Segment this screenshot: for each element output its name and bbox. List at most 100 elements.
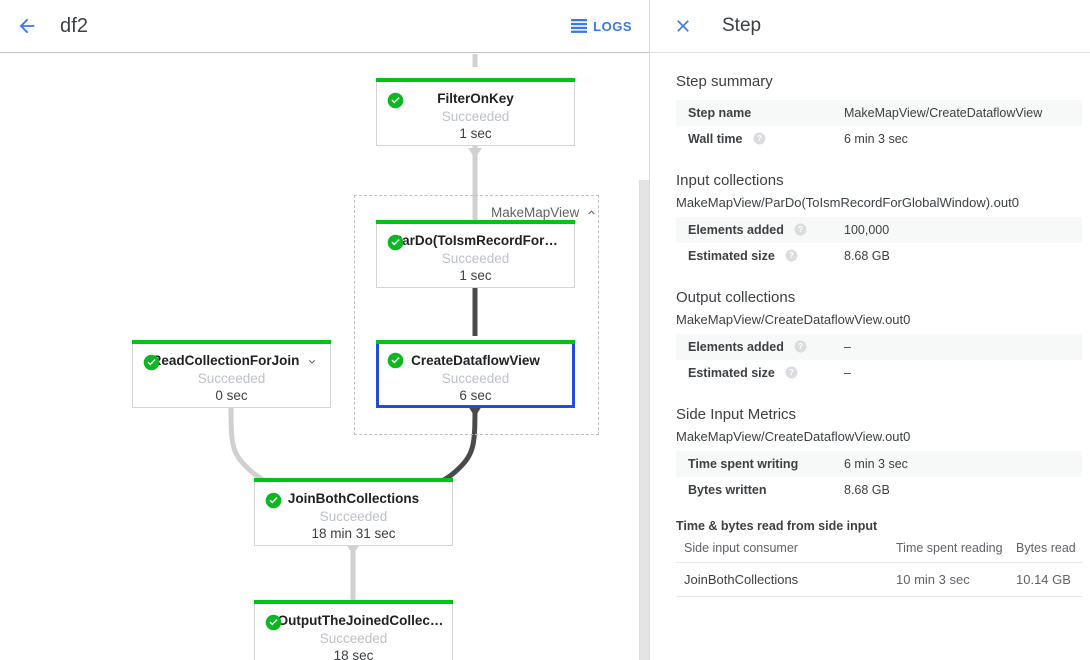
row-key-label: Time spent writing (688, 457, 799, 471)
check-circle-icon (387, 234, 404, 251)
node-status: Succeeded (441, 109, 510, 124)
node-label: OutputTheJoinedCollec… (277, 613, 444, 628)
node-time: 18 min 31 sec (311, 526, 396, 541)
input-collections-table: Elements added ? 100,000 Estimated size … (676, 217, 1082, 269)
row-key: Elements added ? (676, 334, 844, 360)
table-row: Bytes written 8.68 GB (676, 477, 1082, 503)
node-time: 0 sec (215, 388, 248, 403)
chevron-up-icon (588, 210, 596, 215)
graph-node-pardo[interactable]: ParDo(ToIsmRecordFor… Succeeded 1 sec (376, 220, 575, 288)
close-icon[interactable] (670, 13, 696, 39)
row-key-label: Step name (688, 106, 752, 120)
page-title: df2 (60, 14, 89, 37)
output-collections-heading: Output collections (676, 289, 796, 306)
node-label: ReadCollectionForJoin (151, 353, 300, 368)
node-status-bar (254, 600, 453, 604)
svg-text:?: ? (757, 134, 762, 143)
table-row: Elements added ? 100,000 (676, 217, 1082, 243)
node-status: Succeeded (319, 509, 388, 524)
table-row: JoinBothCollections 10 min 3 sec 10.14 G… (676, 562, 1082, 597)
table-row: Estimated size ? – (676, 360, 1082, 386)
top-toolbar: df2 LOGS (0, 0, 649, 53)
column-header-consumer[interactable]: Side input consumer (676, 537, 888, 563)
graph-node-joinbothcollections[interactable]: JoinBothCollections Succeeded 18 min 31 … (254, 478, 453, 546)
row-key: Estimated size ? (676, 360, 844, 386)
input-collections-heading: Input collections (676, 172, 784, 189)
row-value: MakeMapView/CreateDataflowView (844, 106, 1043, 120)
svg-text:?: ? (798, 225, 803, 234)
row-value: 100,000 (844, 223, 890, 237)
help-icon: ? (794, 223, 807, 236)
row-key-label: Elements added (688, 340, 784, 354)
back-arrow-icon[interactable] (10, 9, 44, 43)
side-input-metrics-heading: Side Input Metrics (676, 406, 797, 423)
side-input-table-title: Time & bytes read from side input (676, 519, 878, 533)
row-value: 6 min 3 sec (844, 132, 908, 146)
node-label: ParDo(ToIsmRecordFor… (393, 233, 558, 248)
cell-time-spent-reading: 10 min 3 sec (888, 562, 1008, 597)
node-status: Succeeded (319, 631, 388, 646)
cell-bytes-read: 10.14 GB (1008, 562, 1082, 597)
composite-step-makemapview[interactable] (354, 195, 599, 435)
side-input-metrics-table: Time spent writing 6 min 3 sec Bytes wri… (676, 451, 1082, 503)
chevron-down-icon (309, 360, 315, 364)
row-value: 8.68 GB (844, 249, 890, 263)
input-collection-name: MakeMapView/ParDo(ToIsmRecordForGlobalWi… (676, 195, 1019, 210)
node-status: Succeeded (441, 251, 510, 266)
composite-step-label-group[interactable]: MakeMapView (491, 205, 598, 220)
row-key: Wall time ? (676, 126, 844, 152)
edge-arrow-filteronkey (468, 148, 482, 158)
node-label: JoinBothCollections (287, 491, 420, 506)
help-icon: ? (785, 249, 798, 262)
row-value: – (844, 340, 851, 354)
row-value: – (844, 366, 851, 380)
graph-node-createdataflowview[interactable]: CreateDataflowView Succeeded 6 sec (376, 340, 575, 408)
table-row: Estimated size ? 8.68 GB (676, 243, 1082, 269)
graph-node-outputthejoinedcollection[interactable]: OutputTheJoinedCollec… Succeeded 18 sec (254, 600, 453, 660)
check-circle-icon (265, 492, 282, 509)
check-circle-icon (143, 354, 160, 371)
row-key: Step name (676, 100, 844, 126)
node-label: CreateDataflowView (411, 353, 540, 368)
table-row: Wall time ? 6 min 3 sec (676, 126, 1082, 152)
node-status: Succeeded (441, 371, 510, 386)
row-key-label: Estimated size (688, 366, 775, 380)
logs-button[interactable]: LOGS (567, 15, 636, 38)
node-label: FilterOnKey (437, 91, 514, 106)
pipeline-graph-canvas[interactable]: MakeMapView FilterOnKey Succeeded 1 sec (0, 54, 649, 660)
row-key: Bytes written (676, 477, 844, 503)
table-header-row: Side input consumer Time spent reading B… (676, 537, 1082, 563)
side-input-consumers-table: Side input consumer Time spent reading B… (676, 537, 1082, 597)
graph-vertical-scrollbar[interactable] (639, 180, 649, 660)
row-key: Estimated size ? (676, 243, 844, 269)
node-time: 18 sec (333, 648, 374, 660)
node-status-bar (376, 340, 575, 344)
row-key: Time spent writing (676, 451, 844, 477)
help-icon: ? (753, 132, 766, 145)
logs-label: LOGS (593, 18, 632, 34)
column-header-time-spent-reading[interactable]: Time spent reading (888, 537, 1008, 563)
side-input-collection-name: MakeMapView/CreateDataflowView.out0 (676, 429, 911, 444)
composite-step-label: MakeMapView (491, 205, 580, 220)
table-row: Time spent writing 6 min 3 sec (676, 451, 1082, 477)
node-time: 6 sec (459, 388, 492, 403)
cell-consumer: JoinBothCollections (676, 562, 888, 597)
graph-node-filteronkey[interactable]: FilterOnKey Succeeded 1 sec (376, 78, 575, 146)
svg-text:?: ? (798, 342, 803, 351)
node-status-bar (132, 340, 331, 344)
row-key: Elements added ? (676, 217, 844, 243)
step-details-panel: Step Step summary Step name MakeMapView/… (650, 0, 1090, 660)
edge-arrow-join (346, 544, 360, 555)
check-circle-icon (387, 92, 404, 109)
column-header-bytes-read[interactable]: Bytes read (1008, 537, 1082, 563)
row-value: 8.68 GB (844, 483, 890, 497)
table-row: Step name MakeMapView/CreateDataflowView (676, 100, 1082, 126)
graph-node-readcollectionforjoin[interactable]: ReadCollectionForJoin Succeeded 0 sec (132, 340, 331, 408)
row-value: 6 min 3 sec (844, 457, 908, 471)
list-lines-icon (571, 19, 588, 33)
output-collection-name: MakeMapView/CreateDataflowView.out0 (676, 312, 911, 327)
check-circle-icon (265, 614, 282, 631)
step-panel-body: Step summary Step name MakeMapView/Creat… (650, 53, 1090, 660)
job-graph-pane: df2 LOGS (0, 0, 650, 660)
